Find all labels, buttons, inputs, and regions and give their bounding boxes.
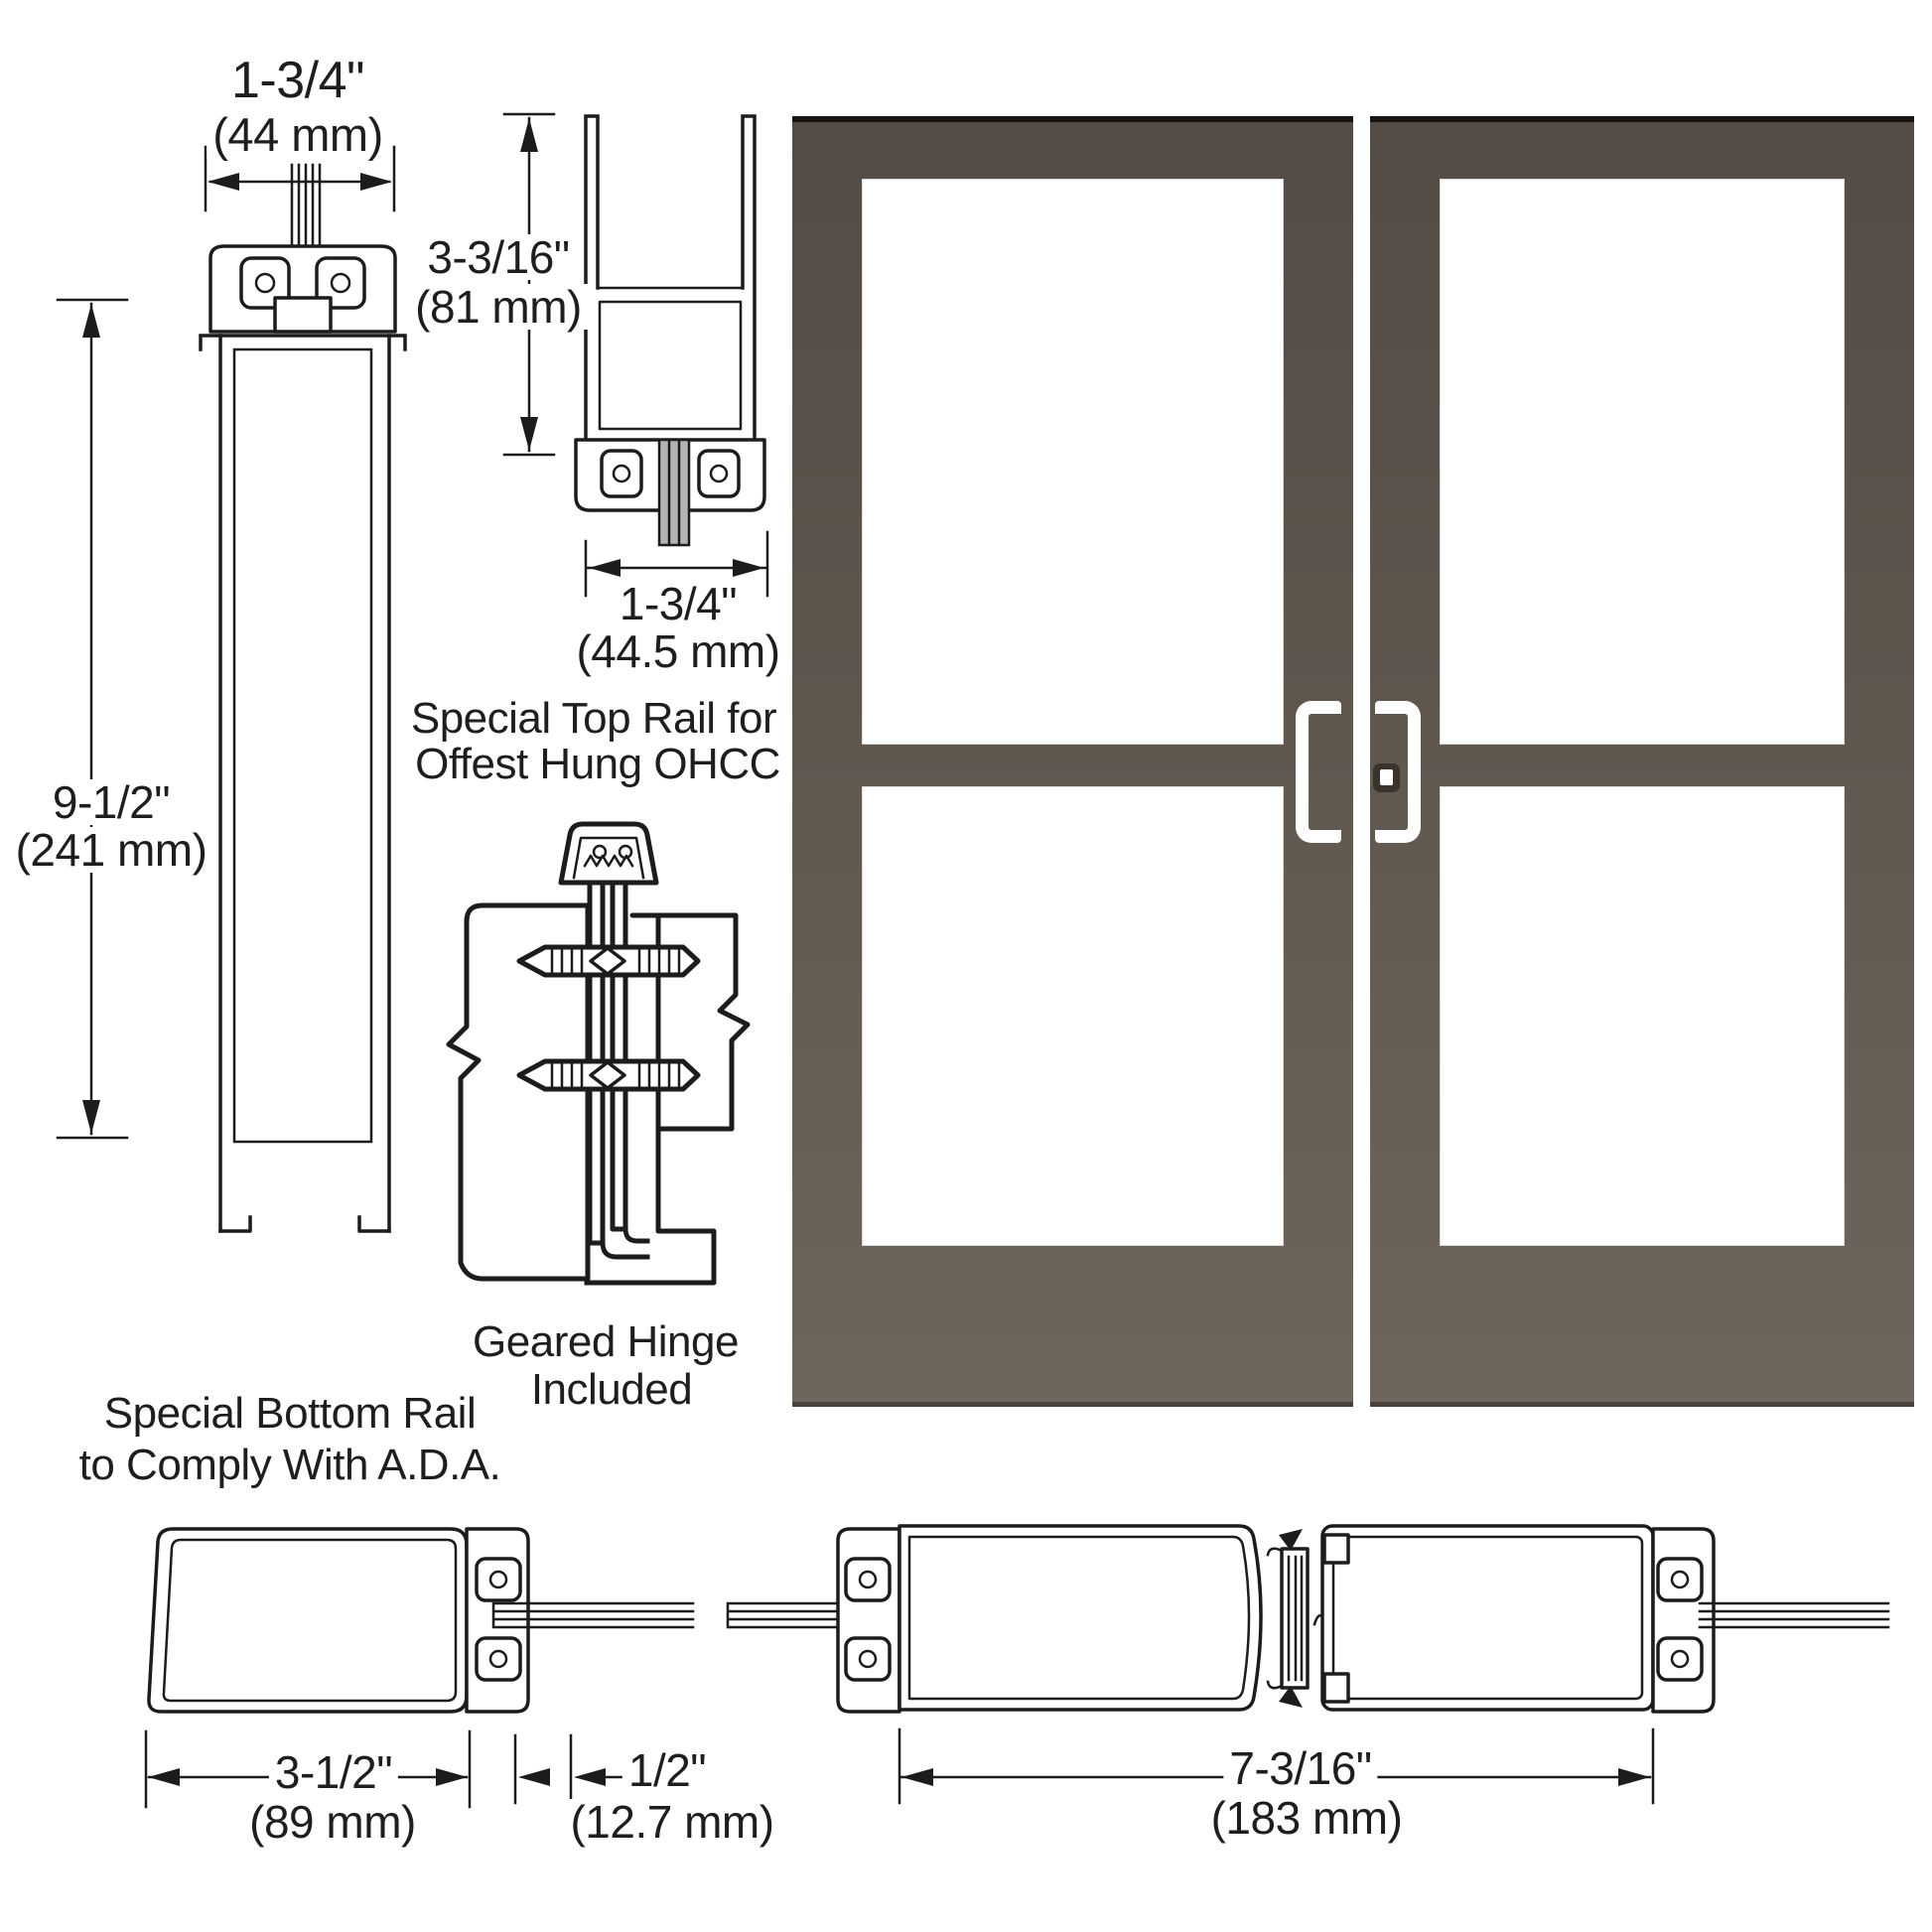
dim-bottom-rail-height-in: 9-1/2" <box>46 779 177 825</box>
dim-stile-pair-width-in: 7-3/16" <box>1223 1745 1378 1791</box>
door-left-upper-glass <box>862 179 1284 745</box>
dim-bottom-rail-width-in: 1-3/4" <box>225 55 370 106</box>
door-pull-right <box>1375 701 1421 843</box>
dim-glass-inset-in: 1/2" <box>621 1747 713 1793</box>
stile-left <box>897 1524 1263 1712</box>
width-dim-lines <box>204 145 396 212</box>
door-pull-left <box>1296 701 1341 843</box>
lock-cylinder-core <box>1380 769 1393 785</box>
caption-hinge-line1: Geared Hinge <box>467 1320 745 1364</box>
door-leaf-left <box>792 116 1353 1407</box>
caption-hinge-line2: Included <box>524 1368 699 1412</box>
rail-body <box>147 1527 469 1714</box>
caption-top-rail-line2: Offest Hung OHCC <box>409 743 786 786</box>
bottom-rail-section-view <box>56 145 407 1233</box>
top-rail-section-view <box>502 112 769 598</box>
dim-bottom-rail-height-mm: (241 mm) <box>9 827 213 873</box>
dim-top-rail-height-mm: (81 mm) <box>409 284 588 330</box>
dim-bottom-rail-face-mm: (89 mm) <box>243 1799 422 1845</box>
bottom-rail-plan-view <box>144 1527 695 1809</box>
caption-bottom-rail-line1: Special Bottom Rail <box>97 1392 483 1436</box>
rail-legs <box>584 114 757 442</box>
dim-stile-pair-width-mm: (183 mm) <box>1204 1795 1409 1841</box>
hinge-frame-step <box>584 1126 717 1286</box>
stile-right <box>1320 1524 1655 1712</box>
lock-cylinder <box>1373 763 1400 792</box>
door-right-upper-glass <box>1440 179 1845 745</box>
meeting-stiles-plan-view <box>726 1524 1890 1805</box>
height-dim-lines <box>56 298 129 1140</box>
dim-bottom-rail-face-in: 3-1/2" <box>268 1749 399 1795</box>
glass-lines <box>290 163 322 308</box>
glass-lines <box>491 1601 695 1629</box>
glass-lines-right <box>1698 1601 1890 1629</box>
caption-bottom-rail-line2: to Comply With A.D.A. <box>72 1444 507 1487</box>
door-right-lower-glass <box>1440 786 1845 1246</box>
dim-top-rail-width-mm: (44.5 mm) <box>570 628 786 674</box>
dim-glass-inset-mm: (12.7 mm) <box>564 1799 780 1845</box>
glass-lines-left <box>726 1601 842 1629</box>
caption-top-rail-line1: Special Top Rail for <box>404 697 783 741</box>
glass-stub <box>657 438 691 547</box>
hinge-door-block-left <box>446 902 591 1282</box>
hinge-leaf-b <box>610 877 628 1232</box>
dim-bottom-rail-width-mm: (44 mm) <box>207 111 389 158</box>
dim-top-rail-height-in: 3-3/16" <box>421 234 576 280</box>
dim-top-rail-width-in: 1-3/4" <box>613 581 744 626</box>
glazing-pocket-left <box>836 1527 901 1714</box>
rail-body <box>218 334 391 1233</box>
door-leaf-right <box>1370 116 1914 1407</box>
geared-hinge-view <box>446 821 751 1286</box>
door-left-lower-glass <box>862 786 1284 1246</box>
